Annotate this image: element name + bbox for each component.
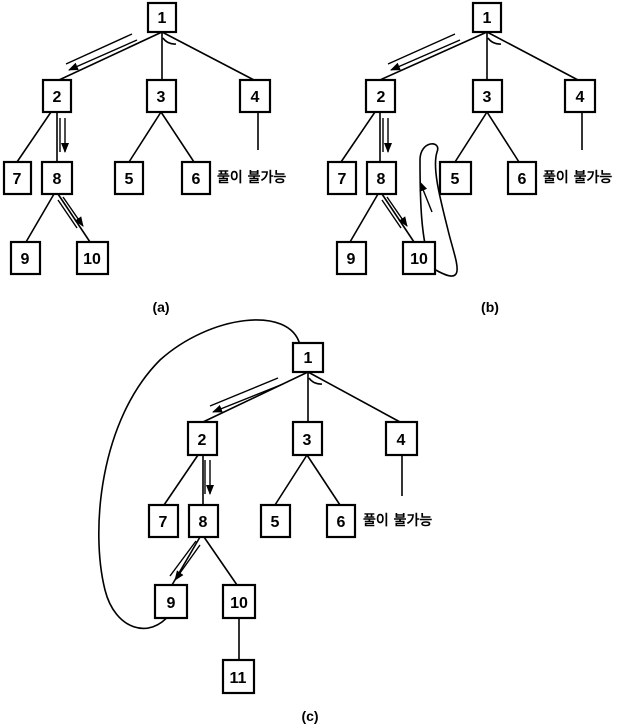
node-label: 6 xyxy=(192,171,201,188)
node-label: 2 xyxy=(377,89,386,106)
node-label: 7 xyxy=(338,171,347,188)
tree-node: 1 xyxy=(146,1,178,34)
tree-node: 6 xyxy=(180,160,212,196)
search-arrow xyxy=(390,39,461,71)
panel-b: 1 2 3 4 7 8 5 6 9 10 풀이 불가능 (b) xyxy=(326,1,612,315)
node-label: 7 xyxy=(159,514,168,531)
tree-node: 2 xyxy=(186,420,219,457)
search-arrow xyxy=(62,196,84,227)
node-label: 4 xyxy=(251,89,260,106)
node-label: 8 xyxy=(199,514,208,531)
tree-node: 1 xyxy=(471,1,503,34)
tree-node: 9 xyxy=(153,583,189,620)
node-label: 5 xyxy=(451,171,460,188)
node-label: 1 xyxy=(483,10,492,27)
tree-node: 9 xyxy=(9,240,42,276)
node-label: 4 xyxy=(576,89,585,106)
node-label: 6 xyxy=(337,514,346,531)
node-label: 10 xyxy=(410,251,428,268)
node-label: 6 xyxy=(518,171,527,188)
node-label: 11 xyxy=(230,670,247,687)
panel-caption: (a) xyxy=(152,299,169,315)
panel-caption: (b) xyxy=(481,299,499,315)
tree-node: 10 xyxy=(401,240,437,276)
node-label: 9 xyxy=(21,251,30,268)
unsolvable-note: 풀이 불가능 xyxy=(543,169,612,186)
search-arrow xyxy=(212,383,284,413)
node-label: 5 xyxy=(271,514,280,531)
and-arc xyxy=(308,377,323,385)
tree-node: 6 xyxy=(506,160,538,196)
tree-node: 3 xyxy=(145,78,178,114)
tree-node: 7 xyxy=(326,160,358,196)
backtrack-arrow xyxy=(419,181,433,213)
node-label: 5 xyxy=(125,171,134,188)
panel-c: 1 2 3 4 7 8 5 6 9 10 11 풀이 불가능 (c) xyxy=(98,319,432,724)
node-label: 8 xyxy=(53,171,62,188)
node-label: 1 xyxy=(158,10,167,27)
tree-node: 10 xyxy=(221,583,257,620)
node-label: 1 xyxy=(304,350,313,367)
tree-node: 8 xyxy=(365,160,398,196)
unsolvable-note: 풀이 불가능 xyxy=(363,512,432,529)
tree-node: 8 xyxy=(40,160,74,196)
panel-caption: (c) xyxy=(301,708,318,724)
tree-node: 11 xyxy=(221,658,256,695)
search-arrow xyxy=(386,196,408,227)
tree-node: 5 xyxy=(113,160,145,196)
node-label: 8 xyxy=(377,171,386,188)
node-label: 3 xyxy=(157,89,166,106)
tree-node: 2 xyxy=(41,78,73,114)
tree-node: 5 xyxy=(438,160,473,196)
tree-node: 7 xyxy=(2,160,33,196)
tree-node: 3 xyxy=(291,420,324,457)
node-label: 9 xyxy=(347,251,356,268)
backtrack-loop xyxy=(98,319,301,630)
and-arc xyxy=(162,37,177,45)
tree-node: 7 xyxy=(147,503,180,539)
tree-node: 2 xyxy=(364,78,397,114)
tree-node: 9 xyxy=(335,240,368,276)
tree-node: 3 xyxy=(471,78,504,114)
tree-node: 6 xyxy=(325,503,357,539)
unsolvable-note: 풀이 불가능 xyxy=(217,169,286,186)
and-arc xyxy=(487,37,502,45)
search-arrow xyxy=(68,39,138,71)
node-label: 3 xyxy=(303,432,312,449)
node-label: 10 xyxy=(230,595,248,612)
search-arrow xyxy=(57,199,78,229)
backtrack-loop xyxy=(419,143,458,277)
search-arrow xyxy=(174,544,201,581)
tree-node: 5 xyxy=(259,503,292,539)
tree-node: 10 xyxy=(75,240,110,276)
tree-node: 4 xyxy=(384,420,419,457)
node-label: 2 xyxy=(198,432,207,449)
panel-a: 1 2 3 4 7 8 5 6 9 10 풀이 불가능 (a) xyxy=(2,1,286,315)
tree-node: 1 xyxy=(291,341,325,374)
node-label: 10 xyxy=(83,251,101,268)
search-arrow xyxy=(65,33,133,65)
tree-node: 8 xyxy=(187,503,220,539)
node-label: 9 xyxy=(167,595,176,612)
node-label: 3 xyxy=(483,89,492,106)
tree-node: 4 xyxy=(563,78,597,114)
node-label: 4 xyxy=(397,432,406,449)
node-label: 7 xyxy=(13,171,22,188)
tree-node: 4 xyxy=(238,78,272,114)
node-label: 2 xyxy=(53,89,62,106)
